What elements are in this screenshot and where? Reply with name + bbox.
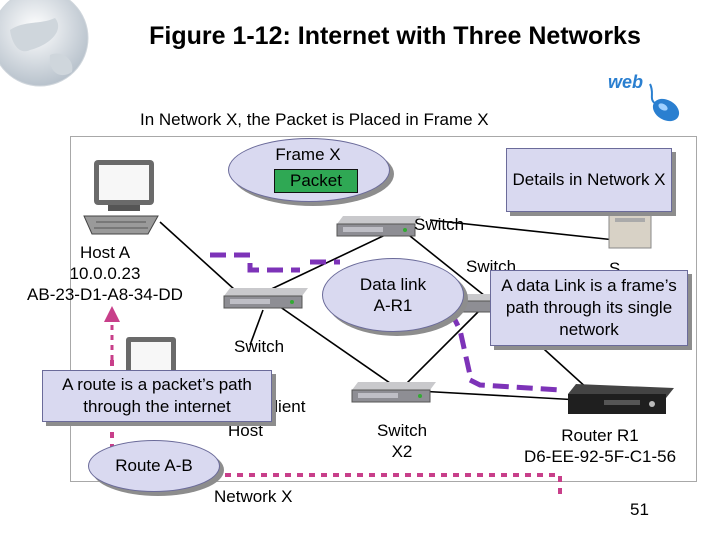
datalink-callout: A data Link is a frame’s path through it… xyxy=(490,270,688,346)
host-a-name: Host A xyxy=(79,243,131,262)
route-ab-text: Route A-B xyxy=(115,456,193,475)
switch-left-icon xyxy=(223,288,308,309)
router-r1-label: Router R1 D6-EE-92-5F-C1-56 xyxy=(500,425,700,467)
switch-left-label: Switch xyxy=(234,337,285,356)
details-text: Details in Network X xyxy=(512,170,666,189)
network-x-label: Network X xyxy=(214,487,293,506)
switch-top-icon xyxy=(336,216,421,237)
datalink-oval-line1: Data link xyxy=(359,275,427,294)
web-mouse-logo-icon: web xyxy=(608,72,680,122)
server-partial-label: S xyxy=(609,259,621,278)
route-callout-text: A route is a packet’s path through the i… xyxy=(62,375,252,416)
slide-subtitle: In Network X, the Packet is Placed in Fr… xyxy=(140,110,489,129)
host-label: Host xyxy=(228,421,263,440)
packet-box: Packet xyxy=(274,169,358,193)
client-computer-icon xyxy=(126,337,176,375)
host-a-computer-icon xyxy=(83,160,159,235)
link-switchtop-switchleft xyxy=(262,227,401,294)
datalink-oval: Data link A-R1 xyxy=(322,258,464,332)
router-r1-mac: D6-EE-92-5F-C1-56 xyxy=(523,447,677,466)
switch-x2-label: Switch X2 xyxy=(360,420,444,462)
page-number: 51 xyxy=(630,500,649,519)
host-a-label: Host A 10.0.0.23 AB-23-D1-A8-34-DD xyxy=(10,242,200,305)
host-a-ip: 10.0.0.23 xyxy=(69,264,141,283)
route-path xyxy=(110,360,562,495)
frame-x-title: Frame X xyxy=(275,145,341,164)
datalink-oval-line2: A-R1 xyxy=(373,296,413,315)
router-r1-icon xyxy=(568,384,674,414)
datalink-callout-text: A data Link is a frame’s path through it… xyxy=(501,276,677,339)
details-callout: Details in Network X xyxy=(506,148,672,212)
web-logo-text: web xyxy=(608,72,643,92)
switch-x2-line1: Switch xyxy=(376,421,428,440)
globe-logo-icon xyxy=(0,0,89,87)
slide-title: Figure 1-12: Internet with Three Network… xyxy=(149,22,641,50)
switch-x2-line2: X2 xyxy=(391,442,413,461)
switch-x2-icon xyxy=(351,382,436,403)
switch-top-label: Switch xyxy=(414,215,465,234)
route-ab-oval: Route A-B xyxy=(88,440,220,492)
route-callout: A route is a packet’s path through the i… xyxy=(42,370,272,422)
route-arrow-up xyxy=(104,306,120,360)
router-r1-name: Router R1 xyxy=(561,426,639,445)
client-label: Client xyxy=(262,397,306,416)
host-a-mac: AB-23-D1-A8-34-DD xyxy=(27,285,183,304)
